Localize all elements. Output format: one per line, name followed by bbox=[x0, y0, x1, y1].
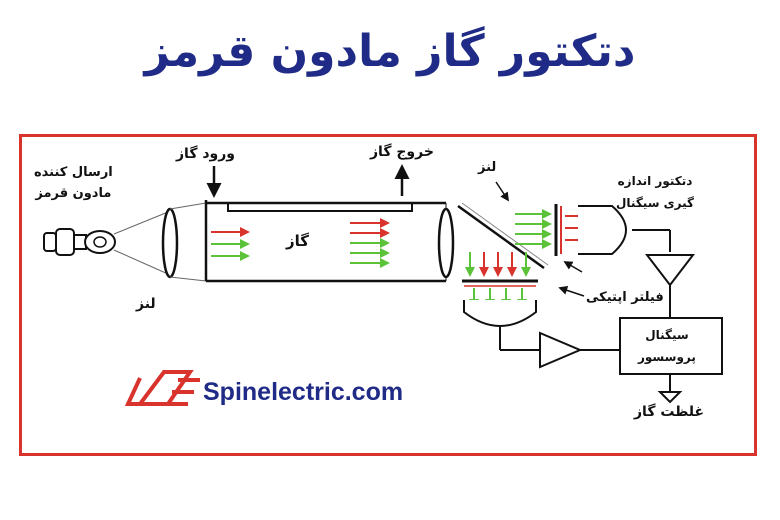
brand-website[interactable]: Spinelectric.com bbox=[203, 378, 404, 406]
reference-amplifier bbox=[539, 331, 583, 369]
processor-label: سیگنال پروسسور bbox=[638, 328, 696, 364]
lens-left-label: لنز bbox=[136, 296, 156, 312]
diagram-frame bbox=[19, 134, 757, 456]
lens-pointer bbox=[495, 181, 509, 202]
optical-filter bbox=[462, 279, 538, 287]
ir-rays-outlet bbox=[350, 218, 390, 268]
beam-splitter bbox=[457, 204, 545, 270]
rays-to-reference bbox=[465, 252, 531, 309]
detector-label: دتکتور اندازه گیری سیگنال bbox=[616, 174, 695, 210]
gas-cell bbox=[204, 200, 447, 283]
ir-source-label: ارسال کننده مادون قرمز bbox=[34, 165, 113, 201]
filter-pointer-2 bbox=[558, 286, 585, 297]
signal-detector bbox=[578, 205, 627, 255]
spinelectric-logo bbox=[124, 370, 200, 406]
gas-label: گاز bbox=[286, 232, 309, 250]
right-lens bbox=[437, 207, 455, 279]
reference-detector bbox=[463, 300, 537, 327]
page-title: دتکتور گاز مادون قرمز bbox=[144, 26, 636, 77]
optical-tube bbox=[169, 202, 207, 282]
optical-filter-label: فیلتر اپتیکی bbox=[586, 290, 664, 305]
filter-pointer bbox=[563, 261, 583, 273]
gas-inlet-label: ورود گاز bbox=[176, 146, 235, 162]
rays-to-detector bbox=[515, 209, 592, 249]
ir-emitter-icon bbox=[43, 228, 116, 256]
gas-outlet-label: خروج گاز bbox=[370, 144, 434, 160]
detector-filter bbox=[554, 204, 562, 256]
ir-rays-inlet bbox=[211, 227, 250, 261]
output-arrow bbox=[657, 391, 683, 404]
gas-concentration-label: غلظت گاز bbox=[634, 404, 705, 420]
detector-amplifier bbox=[644, 254, 696, 287]
signal-processor-box bbox=[619, 317, 723, 375]
emitter-beam bbox=[113, 211, 169, 275]
lens-top-label: لنز bbox=[478, 160, 497, 175]
left-lens bbox=[161, 207, 179, 279]
beam-splitter-shadow bbox=[461, 202, 549, 266]
